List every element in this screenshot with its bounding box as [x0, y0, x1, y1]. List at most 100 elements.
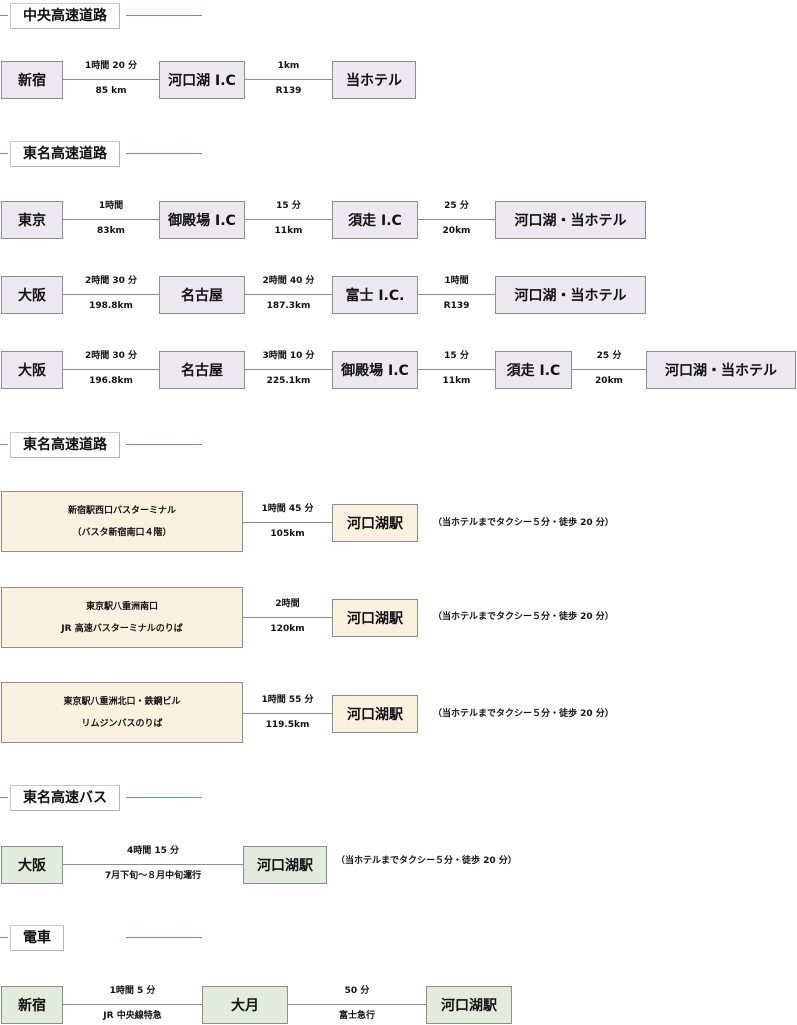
access-note: （当ホテルまでタクシー５分・徒歩 20 分）: [433, 518, 614, 528]
connector: 2時間 120km: [243, 598, 332, 638]
node-shinjuku: 新宿: [1, 61, 63, 99]
node-subashiri-ic: 須走 I.C: [332, 201, 418, 239]
distance: 11km: [274, 226, 303, 236]
connector: 1km R139: [245, 60, 332, 100]
header-rule: [126, 444, 202, 445]
connector-line: [243, 617, 332, 618]
node-kawaguchiko-station: 河口湖駅: [332, 599, 418, 637]
access-note: （当ホテルまでタクシー５分・徒歩 20 分）: [336, 856, 517, 866]
node-osaka: 大阪: [1, 276, 63, 314]
header-rule: [0, 797, 8, 798]
connector: 1時間 83km: [63, 200, 159, 240]
node-line-1: 東京駅八重洲北口・鉄鋼ビル: [63, 696, 181, 707]
access-note: （当ホテルまでタクシー５分・徒歩 20 分）: [433, 709, 614, 719]
connector: 3時間 10 分 225.1km: [245, 350, 332, 390]
connector: 25 分 20km: [418, 200, 495, 240]
travel-time: 4時間 15 分: [126, 846, 180, 856]
connector-line: [63, 864, 243, 865]
node-tokyo: 東京: [1, 201, 63, 239]
travel-time: 1時間 55 分: [261, 695, 314, 705]
node-gotemba-ic: 御殿場 I.C: [332, 351, 418, 389]
connector-line: [63, 369, 159, 370]
connector: 1時間 5 分 JR 中央線特急: [63, 985, 202, 1025]
travel-time: 1時間: [444, 276, 469, 286]
node-kawaguchiko-station: 河口湖駅: [332, 504, 418, 542]
connector-line: [418, 294, 495, 295]
connector: 15 分 11km: [245, 200, 332, 240]
connector: 1時間 55 分 119.5km: [243, 694, 332, 734]
header-rule: [126, 797, 202, 798]
node-kawaguchiko-station: 河口湖駅: [243, 846, 327, 884]
connector-line: [572, 369, 646, 370]
distance: 105km: [270, 529, 305, 539]
travel-time: 1時間 20 分: [84, 61, 138, 71]
header-rule: [0, 15, 8, 16]
distance: 11km: [442, 376, 471, 386]
section-header-tomei-expressway: 東名高速道路: [0, 141, 210, 167]
connector: 1時間 20 分 85 km: [63, 60, 159, 100]
connector-line: [243, 713, 332, 714]
distance: 83km: [97, 226, 125, 236]
distance: 119.5km: [265, 720, 310, 730]
section-header-chuo-expressway: 中央高速道路: [0, 3, 210, 29]
distance: 20km: [442, 226, 471, 236]
node-kawaguchiko-ic: 河口湖 I.C: [159, 61, 245, 99]
node-line-2: （バスタ新宿南口４階）: [72, 527, 172, 538]
connector: 4時間 15 分 7月下旬～８月中旬運行: [63, 845, 243, 885]
node-shinjuku: 新宿: [1, 986, 63, 1024]
connector-line: [63, 79, 159, 80]
section-title: 東名高速道路: [10, 141, 120, 167]
route-name: R139: [275, 86, 302, 96]
travel-time: 25 分: [596, 351, 622, 361]
distance: 225.1km: [266, 376, 311, 386]
node-otsuki: 大月: [202, 986, 288, 1024]
train-line: JR 中央線特急: [103, 1011, 162, 1021]
section-header-tomei-highway-bus: 東名高速バス: [0, 785, 210, 811]
distance: 187.3km: [266, 301, 311, 311]
node-nagoya: 名古屋: [159, 276, 245, 314]
connector-line: [63, 1004, 202, 1005]
connector: 1時間 45 分 105km: [243, 503, 332, 543]
connector: 2時間 30 分 198.8km: [63, 275, 159, 315]
node-tokyo-yaesu-south: 東京駅八重洲南口 JR 高速バスターミナルのりば: [1, 587, 243, 648]
section-header-train: 電車: [0, 925, 210, 951]
node-kawaguchiko-hotel: 河口湖・当ホテル: [495, 276, 646, 314]
connector-line: [245, 79, 332, 80]
travel-time: 1時間: [98, 201, 124, 211]
node-osaka: 大阪: [1, 351, 63, 389]
node-kawaguchiko-hotel: 河口湖・当ホテル: [646, 351, 796, 389]
node-subashiri-ic: 須走 I.C: [495, 351, 572, 389]
connector: 25 分 20km: [572, 350, 646, 390]
distance: 198.8km: [89, 301, 133, 311]
section-title: 電車: [10, 925, 64, 951]
node-kawaguchiko-station: 河口湖駅: [426, 986, 512, 1024]
connector: 2時間 30 分 196.8km: [63, 350, 159, 390]
train-line: 富士急行: [338, 1011, 375, 1021]
header-rule: [0, 937, 8, 938]
service-period: 7月下旬～８月中旬運行: [104, 871, 202, 881]
node-tokyo-yaesu-north: 東京駅八重洲北口・鉄鋼ビル リムジンバスのりば: [1, 682, 243, 743]
connector-line: [63, 294, 159, 295]
distance: 85 km: [95, 86, 127, 96]
distance: 196.8km: [89, 376, 133, 386]
header-rule: [126, 153, 202, 154]
section-title: 東名高速道路: [10, 432, 120, 458]
header-rule: [0, 444, 8, 445]
travel-time: 2時間 30 分: [84, 276, 138, 286]
node-gotemba-ic: 御殿場 I.C: [159, 201, 245, 239]
travel-time: 15 分: [276, 201, 301, 211]
travel-time: 25 分: [444, 201, 469, 211]
access-note: （当ホテルまでタクシー５分・徒歩 20 分）: [433, 612, 614, 622]
section-header-tomei-expressway-bus-routes: 東名高速道路: [0, 432, 210, 458]
travel-time: 2時間: [275, 599, 300, 609]
travel-time: 1時間 5 分: [109, 986, 156, 996]
connector-line: [418, 369, 495, 370]
connector: 2時間 40 分 187.3km: [245, 275, 332, 315]
route-name: R139: [443, 301, 470, 311]
connector-line: [63, 219, 159, 220]
node-kawaguchiko-station: 河口湖駅: [332, 695, 418, 733]
connector-line: [418, 219, 495, 220]
section-title: 中央高速道路: [10, 3, 120, 29]
node-hotel: 当ホテル: [332, 61, 416, 99]
node-kawaguchiko-hotel: 河口湖・当ホテル: [495, 201, 646, 239]
